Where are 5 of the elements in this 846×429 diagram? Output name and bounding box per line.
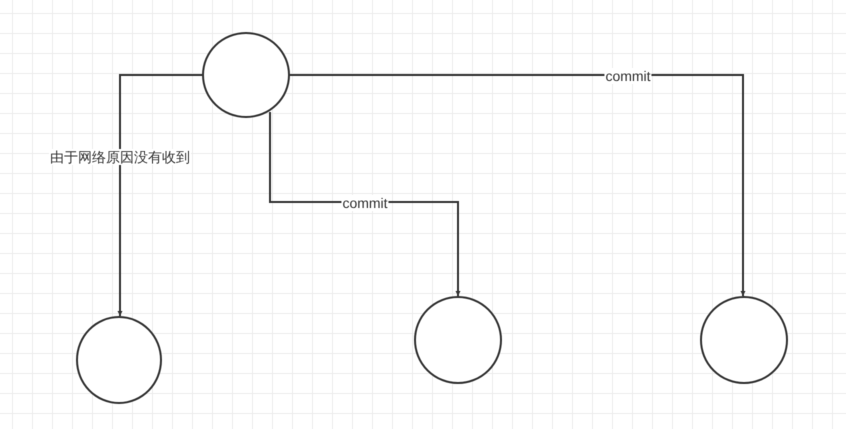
edge-label: 由于网络原因没有收到 xyxy=(49,149,191,165)
edge-label: commit xyxy=(604,68,652,84)
arrow xyxy=(118,74,202,316)
arrow xyxy=(290,74,746,296)
edge-label: commit xyxy=(341,195,389,211)
